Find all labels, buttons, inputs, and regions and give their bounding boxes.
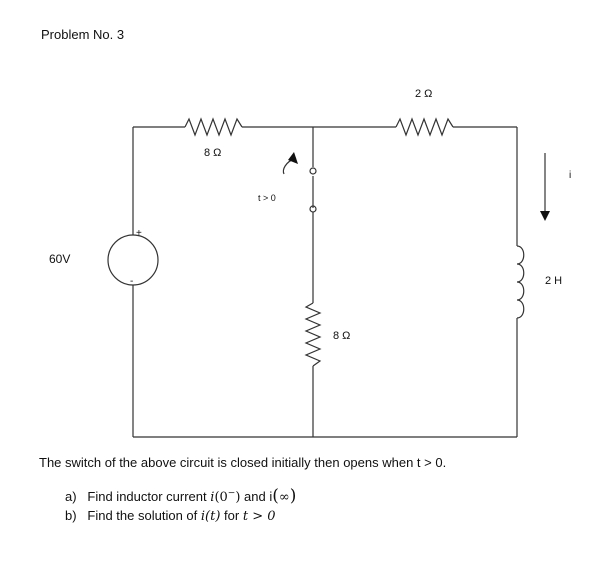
question-a-arg: (0	[214, 490, 228, 505]
problem-title: Problem No. 3	[41, 27, 125, 42]
question-b-for: for	[224, 508, 240, 523]
problem-statement: The switch of the above circuit is close…	[39, 455, 447, 470]
resistor-8ohm-top	[184, 117, 243, 137]
question-a-marker: a)	[65, 489, 77, 504]
source-plus: +	[136, 228, 142, 239]
question-a-inf-open: (	[272, 486, 279, 506]
question-a-i: i	[210, 490, 215, 505]
question-a-text: Find inductor current	[87, 489, 207, 504]
question-a-inf: ∞	[278, 490, 290, 505]
source-minus: -	[130, 276, 133, 287]
question-b-text: Find the solution of	[87, 508, 198, 523]
question-b-expr: i(t)	[200, 509, 221, 524]
question-a-and: and i	[244, 489, 273, 504]
question-a-sup: −	[227, 488, 236, 499]
resistor-2ohm-top	[395, 117, 454, 137]
question-b-cond: t > 0	[242, 509, 276, 524]
current-arrow-head	[540, 211, 550, 221]
inductor-label: 2 H	[545, 275, 562, 287]
source-label: 60V	[49, 252, 70, 266]
inductor-2h	[516, 245, 525, 319]
switch-label: t > 0	[258, 193, 276, 203]
r-top-left-label: 8 Ω	[204, 147, 221, 159]
r-middle-label: 8 Ω	[333, 330, 350, 342]
switch-terminal-bottom	[309, 205, 317, 213]
switch-action-arrowhead	[288, 152, 298, 164]
question-b: b) Find the solution of i(t) for t > 0	[65, 508, 276, 524]
question-a-close: )	[235, 490, 241, 505]
current-label: i	[569, 170, 571, 181]
resistor-8ohm-middle	[304, 302, 322, 367]
question-a: a) Find inductor current i(0−) and i(∞)	[65, 486, 296, 506]
question-a-inf-close: )	[289, 486, 297, 506]
voltage-source	[107, 234, 159, 286]
switch-terminal-top	[309, 167, 317, 175]
question-b-marker: b)	[65, 508, 77, 523]
r-top-right-label: 2 Ω	[415, 88, 432, 100]
